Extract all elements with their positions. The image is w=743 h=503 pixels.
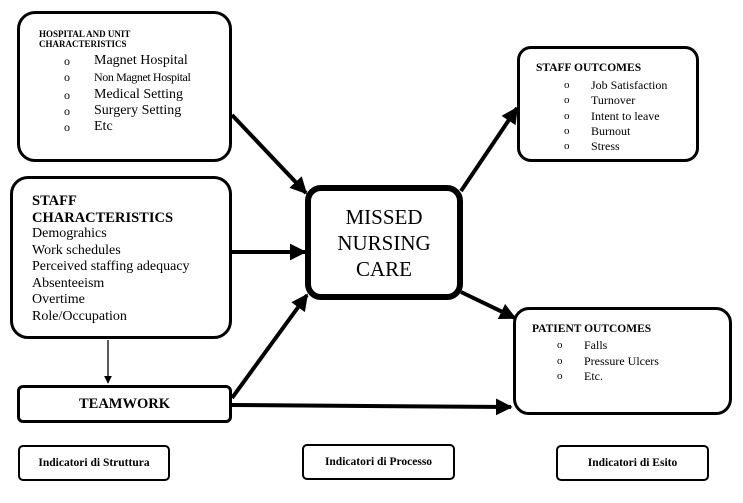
- list-item: Absenteeism: [32, 275, 105, 291]
- structure-indicators-label-box: Indicatori di Struttura: [18, 445, 170, 481]
- bullet-marker: o: [564, 109, 570, 122]
- process-indicators-label: Indicatori di Processo: [324, 456, 433, 468]
- list-item: o Falls: [557, 338, 659, 354]
- missed-care-line: NURSING: [337, 230, 431, 255]
- patient-outcomes-list: o Falls o Pressure Ulcers o Etc.: [557, 338, 659, 385]
- hospital-item-label: Etc: [94, 119, 113, 135]
- bullet-marker: o: [64, 54, 70, 68]
- staff-outcome-label: Job Satisfaction: [591, 78, 668, 92]
- patient-outcome-label: Etc.: [584, 369, 603, 383]
- staff-outcome-label: Intent to leave: [591, 108, 660, 123]
- bullet-marker: o: [557, 339, 563, 351]
- patient-outcome-label: Falls: [584, 338, 608, 352]
- list-item: o Surgery Setting: [64, 103, 190, 119]
- missed-care-line: MISSED: [345, 204, 423, 229]
- structure-indicators-label: Indicatori di Struttura: [38, 457, 150, 469]
- list-item: Overtime: [32, 292, 85, 308]
- list-item: o Intent to leave: [564, 109, 667, 124]
- bullet-marker: o: [64, 103, 70, 118]
- staff-characteristics-box: STAFF CHARACTERISTICS Demograhics Work s…: [10, 176, 232, 339]
- bullet-marker: o: [564, 79, 570, 91]
- list-item: o Magnet Hospital: [64, 53, 190, 69]
- list-item: o Non Magnet Hospital: [64, 69, 191, 86]
- teamwork-label: TEAMWORK: [78, 395, 171, 412]
- list-item: o Stress: [564, 139, 667, 154]
- bullet-marker: o: [557, 370, 563, 382]
- list-item: o Pressure Ulcers: [557, 354, 659, 370]
- list-item: o Etc: [64, 119, 190, 135]
- teamwork-box: TEAMWORK: [17, 385, 232, 423]
- staff-characteristics-title: STAFF CHARACTERISTICS: [32, 193, 174, 226]
- bullet-marker: o: [64, 120, 70, 135]
- outcome-indicators-label: Indicatori di Esito: [587, 457, 678, 469]
- arrow-hospital-to-missed-care: [230, 113, 308, 195]
- arrow-missed-care-to-patient-outcomes: [460, 290, 517, 320]
- staff-characteristics-list: Demograhics Work schedules Perceived sta…: [32, 226, 190, 326]
- list-item: Work schedules: [32, 242, 121, 258]
- list-item: o Burnout: [564, 124, 667, 139]
- hospital-characteristics-title: HOSPITAL AND UNIT CHARACTERISTICS: [39, 29, 131, 49]
- staff-outcome-label: Stress: [591, 139, 620, 154]
- patient-outcome-label: Pressure Ulcers: [584, 353, 659, 368]
- list-item: o Job Satisfaction: [564, 78, 667, 93]
- hospital-item-label: Magnet Hospital: [94, 53, 188, 68]
- arrow-teamwork-to-missed-care: [230, 293, 309, 400]
- process-indicators-label-box: Indicatori di Processo: [302, 444, 455, 480]
- hospital-item-label: Medical Setting: [94, 86, 184, 102]
- arrow-missed-care-to-staff-outcomes: [459, 106, 519, 193]
- list-item: o Medical Setting: [64, 87, 190, 103]
- staff-outcome-label: Turnover: [591, 93, 636, 108]
- hospital-item-label: Non Magnet Hospital: [94, 70, 191, 85]
- arrow-teamwork-to-patient-outcomes: [231, 398, 513, 416]
- staff-outcome-label: Burnout: [591, 123, 631, 138]
- staff-outcomes-title: STAFF OUTCOMES: [536, 62, 642, 74]
- outcome-indicators-label-box: Indicatori di Esito: [556, 445, 709, 481]
- bullet-marker: o: [557, 354, 563, 367]
- staff-outcomes-list: o Job Satisfaction o Turnover o Intent t…: [564, 78, 667, 154]
- staff-outcomes-box: STAFF OUTCOMES o Job Satisfaction o Turn…: [517, 46, 699, 162]
- bullet-marker: o: [564, 124, 570, 137]
- hospital-item-label: Surgery Setting: [94, 102, 182, 118]
- hospital-characteristics-list: o Magnet Hospital o Non Magnet Hospital …: [64, 53, 191, 135]
- patient-outcomes-title: PATIENT OUTCOMES: [532, 323, 652, 335]
- missed-care-line: CARE: [355, 256, 412, 281]
- bullet-marker: o: [64, 70, 70, 85]
- hospital-characteristics-box: HOSPITAL AND UNIT CHARACTERISTICS o Magn…: [17, 11, 232, 162]
- missed-nursing-care-box: MISSED NURSING CARE: [305, 185, 463, 300]
- list-item: Demograhics: [32, 226, 107, 241]
- list-item: o Turnover: [564, 93, 667, 108]
- list-item: o Etc.: [557, 369, 659, 385]
- bullet-marker: o: [564, 140, 570, 153]
- list-item: Role/Occupation: [32, 308, 127, 324]
- bullet-marker: o: [64, 87, 70, 102]
- bullet-marker: o: [564, 94, 570, 107]
- list-item: Perceived staffing adequacy: [32, 259, 190, 275]
- patient-outcomes-box: PATIENT OUTCOMES o Falls o Pressure Ulce…: [513, 307, 732, 415]
